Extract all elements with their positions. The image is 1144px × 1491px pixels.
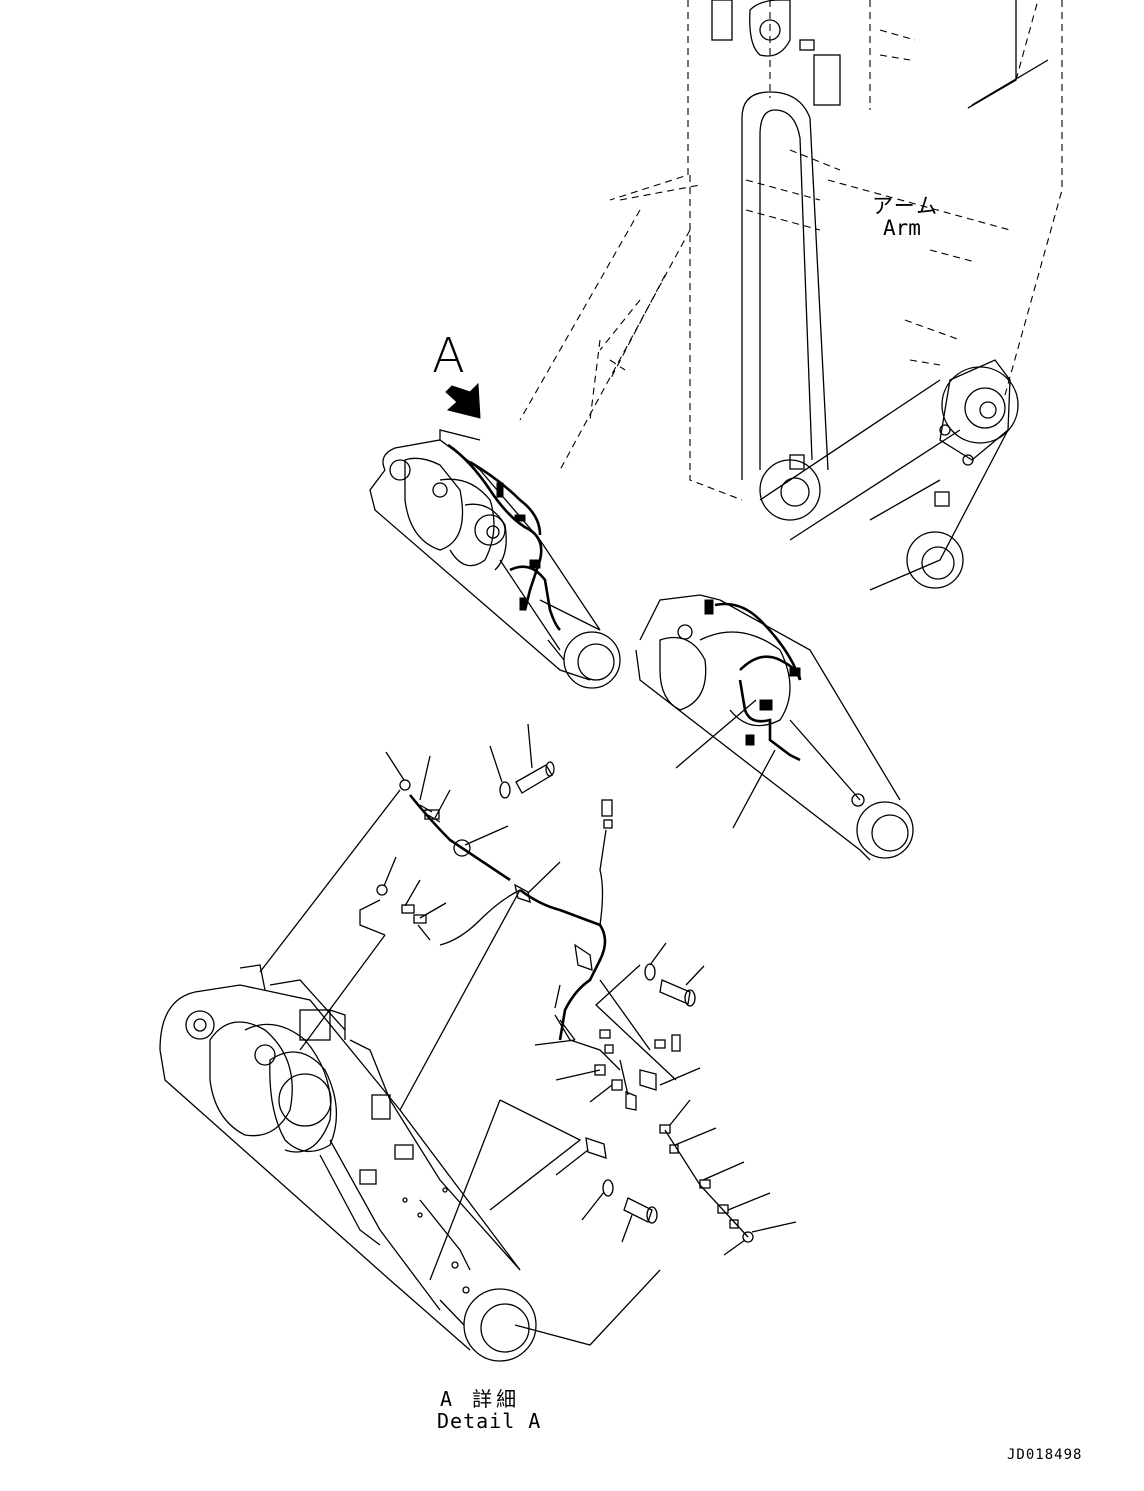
- arm-cylinder: [519, 184, 701, 471]
- drawing-number: JD018498: [1007, 1447, 1083, 1463]
- detail-label-jp: A 詳細: [440, 1387, 521, 1411]
- detail-label-en: Detail A: [437, 1409, 542, 1433]
- view-arrow-a: [445, 382, 481, 419]
- right-cylinder-head: [635, 594, 914, 861]
- arm-body: [609, 0, 1063, 591]
- arm-label-en: Arm: [883, 216, 921, 240]
- view-marker-a: A: [432, 328, 465, 384]
- left-cylinder-head: [369, 429, 621, 689]
- arm-label-jp: アーム: [872, 194, 940, 218]
- detail-a-cylinder-head: [159, 723, 797, 1362]
